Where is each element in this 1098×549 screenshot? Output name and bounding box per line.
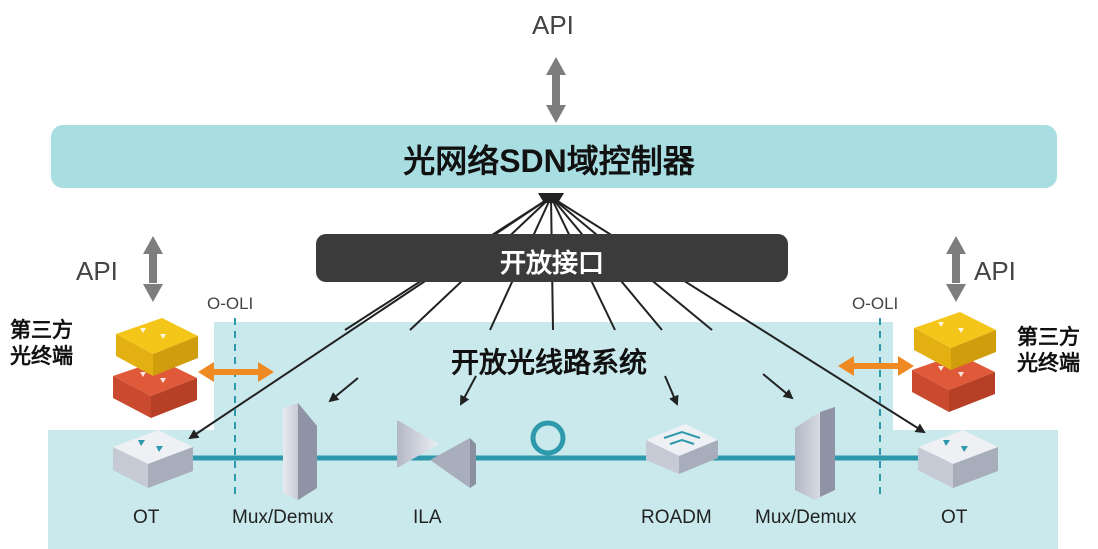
mux-right-label: Mux/Demux: [755, 507, 857, 528]
api-right-label: API: [974, 256, 1016, 286]
orange-double-arrow-right: [838, 356, 914, 376]
third-party-terminal-left-label: 第三方 光终端: [10, 318, 73, 370]
third-party-right-line2: 光终端: [1017, 352, 1080, 375]
ot-left-label: OT: [133, 507, 160, 528]
ooli-left-label: O-OLI: [207, 294, 254, 313]
ila-label: ILA: [413, 507, 442, 528]
open-interface-label: 开放接口: [499, 248, 604, 278]
orange-double-arrow-left: [198, 362, 274, 382]
third-party-terminal-right-label: 第三方 光终端: [1017, 325, 1080, 377]
api-left-label: API: [76, 256, 118, 286]
third-party-left-line2: 光终端: [10, 345, 73, 368]
mux-left-device: [283, 403, 317, 500]
api-top-label: API: [532, 10, 574, 40]
roadm-label: ROADM: [641, 507, 712, 528]
device-control-arrows: [328, 373, 794, 406]
mux-left-label: Mux/Demux: [232, 507, 334, 528]
controller-hub: [538, 193, 564, 203]
ot-right-label: OT: [941, 507, 968, 528]
api-top-arrow: [546, 57, 566, 123]
ot-left-device: [113, 430, 193, 488]
open-interface-bar: [316, 234, 788, 282]
ila-device: [397, 420, 476, 488]
controller-bar: [51, 125, 1057, 188]
controller-title: 光网络SDN域控制器: [403, 143, 695, 179]
mux-right-device: [795, 407, 835, 500]
third-party-terminal-right: [912, 312, 996, 412]
ot-right-device: [918, 430, 998, 488]
ooli-right-label: O-OLI: [852, 294, 899, 313]
api-left-arrow: [143, 236, 163, 302]
api-right-arrow: [946, 236, 966, 302]
third-party-right-line1: 第三方: [1017, 326, 1080, 349]
third-party-terminal-left: [113, 318, 198, 418]
fiber-spool: [530, 420, 566, 456]
third-party-left-line1: 第三方: [10, 319, 73, 342]
ols-title: 开放光线路系统: [450, 347, 647, 378]
roadm-device: [646, 424, 718, 474]
